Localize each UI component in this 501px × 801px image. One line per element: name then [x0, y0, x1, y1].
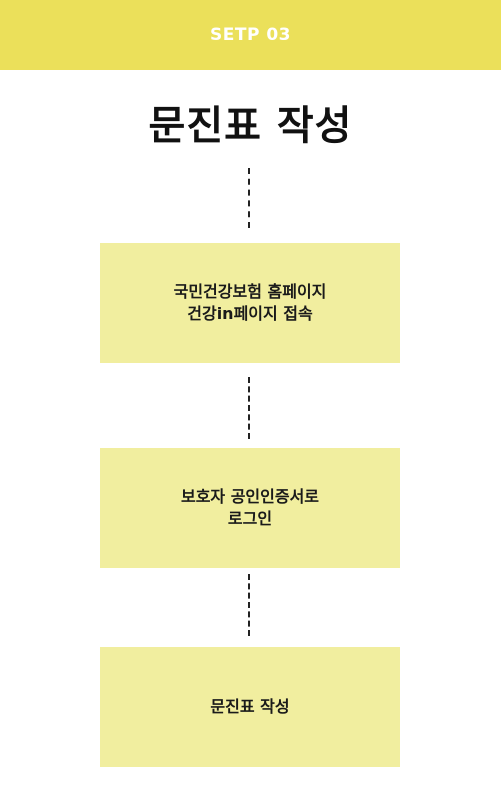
connector-dashed-line-1: [248, 168, 250, 228]
step-box-1: 국민건강보험 홈페이지 건강in페이지 접속: [100, 243, 400, 363]
step-2-line-1: 보호자 공인인증서로: [180, 487, 320, 506]
connector-dashed-line-3: [248, 574, 250, 636]
step-label: SETP 03: [210, 25, 291, 45]
step-header: SETP 03: [0, 0, 501, 70]
step-box-2: 보호자 공인인증서로 로그인: [100, 448, 400, 568]
page-title: 문진표 작성: [148, 103, 353, 149]
connector-dashed-line-2: [248, 377, 250, 439]
step-1-line-2: 건강in페이지 접속: [187, 304, 313, 323]
step-1-line-1: 국민건강보험 홈페이지: [173, 282, 327, 301]
step-3-line-1: 문진표 작성: [210, 697, 290, 716]
step-box-3: 문진표 작성: [100, 647, 400, 767]
step-2-line-2: 로그인: [227, 509, 273, 528]
